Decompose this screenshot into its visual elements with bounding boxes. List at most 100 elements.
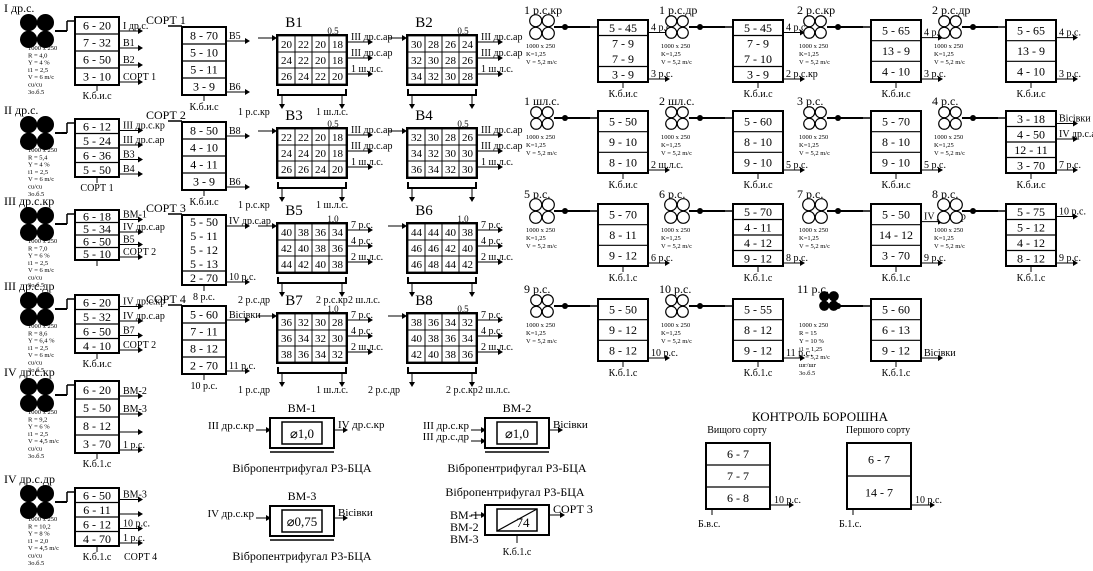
- arrow-head: [409, 382, 415, 387]
- sifter-name: В4: [415, 108, 433, 124]
- sieve-cell: 8 - 12: [190, 342, 218, 356]
- sieve-cell: 32: [428, 148, 439, 160]
- sieve-cell: 5 - 50: [609, 114, 637, 128]
- arrow-head: [138, 318, 143, 324]
- roll-pair-icon: [20, 14, 38, 32]
- arrow-head: [498, 39, 503, 45]
- sieve-cell: 5 - 65: [1017, 23, 1045, 37]
- roll-pair-icon: [36, 501, 55, 519]
- arrow-head: [272, 313, 277, 319]
- sieve-cell: 9 - 12: [609, 323, 637, 337]
- valve-dot: [970, 115, 976, 121]
- sieve-cell: 4 - 11: [190, 158, 218, 172]
- roll-param: V = 5,2 m/c: [799, 354, 830, 361]
- arrow-head: [138, 127, 143, 134]
- roll-param: V = 6 m/c: [28, 74, 54, 81]
- output-label: 7 р.с.: [351, 310, 373, 321]
- sifter-name: В2: [415, 15, 433, 31]
- sieve-grid: [276, 34, 348, 86]
- sieve-cell-box: [328, 345, 347, 363]
- valve-dot: [835, 208, 841, 214]
- output-label: III др.с.ар: [123, 135, 164, 146]
- sieve-cell: 26: [281, 164, 293, 176]
- sieve-cell: 38: [428, 333, 440, 345]
- arrow-head: [138, 525, 143, 532]
- valve-dot: [835, 303, 841, 309]
- roll-param: K=1,25: [661, 51, 681, 58]
- arrow-head: [665, 167, 670, 173]
- sieve-cell: 14 - 12: [879, 228, 913, 242]
- sifter-tray: [407, 182, 477, 189]
- output-label: 11 р.с.: [229, 361, 256, 372]
- arrow-head: [469, 382, 475, 387]
- roll-param: V = 5,2 m/c: [661, 338, 692, 345]
- arrow-head: [138, 79, 143, 85]
- roll-param: 1000 x 250: [799, 227, 828, 234]
- output-label: IV др.с.кр: [338, 419, 385, 431]
- input-label: ВМ-2: [450, 520, 479, 534]
- sieve-cell: 9 - 10: [882, 156, 910, 170]
- input-label: III др.с.кр: [423, 420, 470, 432]
- output-label: Вісівки: [229, 310, 261, 321]
- roll-pair-icon: [676, 26, 689, 39]
- roll-param: K=1,25: [526, 330, 546, 337]
- output-label: 1 ш.л.с.: [481, 157, 513, 168]
- arrow-head: [498, 317, 503, 323]
- sieve-cell: 5 - 34: [83, 222, 111, 236]
- roll-pair-icon: [529, 198, 543, 212]
- arrow-head: [339, 382, 345, 387]
- arrow-head: [138, 393, 143, 399]
- bottom-output: СОРТ 4: [124, 552, 157, 563]
- roll-param: K=1,25: [934, 142, 954, 149]
- sieve-cell: 5 - 70: [744, 205, 772, 219]
- output-label: 8 р.с.: [786, 253, 808, 264]
- roll-param: 1000 x 250: [28, 147, 57, 154]
- output-label: 10 р.с.: [651, 348, 678, 359]
- roll-pair-icon: [676, 294, 689, 307]
- sieve-grid: [276, 222, 348, 274]
- sieve-cell: 46: [411, 259, 423, 271]
- output-label: 2 ш.л.с.: [351, 252, 383, 263]
- output-label: ВМ-1: [123, 210, 147, 221]
- sieve-cell: 24: [281, 148, 293, 160]
- sieve-cell: 44: [281, 259, 293, 271]
- roll-param: 1000 x 250: [661, 134, 690, 141]
- roll-param: 1000 x 250: [28, 238, 57, 245]
- sieve-cell: 4 - 10: [882, 65, 910, 79]
- roll-label: II др.с.: [4, 103, 38, 117]
- sieve-cell: 5 - 75: [1017, 205, 1045, 219]
- sieve-cell: 12 - 11: [1014, 143, 1048, 157]
- arrow-head: [1073, 136, 1078, 142]
- bottom-output: 2 р.с.кр: [446, 385, 478, 396]
- output-label: В6: [229, 177, 241, 188]
- bottom-output: К.б.и.с: [608, 89, 638, 100]
- roll-label: 2 шл.с.: [659, 94, 695, 108]
- sieve-cell: 38: [445, 349, 457, 361]
- roll-param: V = 5,2 m/c: [526, 338, 557, 345]
- arrow-head: [469, 197, 475, 202]
- sieve-cell: 36: [428, 317, 440, 329]
- sieve-cell: 18: [332, 39, 344, 51]
- centrifuge-combiner: Вібропентрифугал Р3-БЦА74ВМ-1ВМ-2ВМ-3СОР…: [445, 485, 592, 558]
- arrow-head: [558, 427, 563, 433]
- roll-param: V = 5,2 m/c: [526, 59, 557, 66]
- roll-label: 4 р.с.: [932, 94, 958, 108]
- sieve-cell: 5 - 32: [83, 310, 111, 324]
- sieve-cell: 28: [428, 39, 440, 51]
- roll-pair-icon: [20, 115, 38, 134]
- bottom-output: К.б.и.с: [82, 91, 112, 102]
- centrifuge-caption: Вібропентрифугал Р3-БЦА: [232, 549, 371, 563]
- sieve-cell: 6 - 11: [83, 503, 111, 517]
- arrow-head: [498, 164, 503, 170]
- sieve-cell: 40: [428, 349, 440, 361]
- sieve-cell: 40: [445, 227, 457, 239]
- roll-param: K=1,25: [934, 235, 954, 242]
